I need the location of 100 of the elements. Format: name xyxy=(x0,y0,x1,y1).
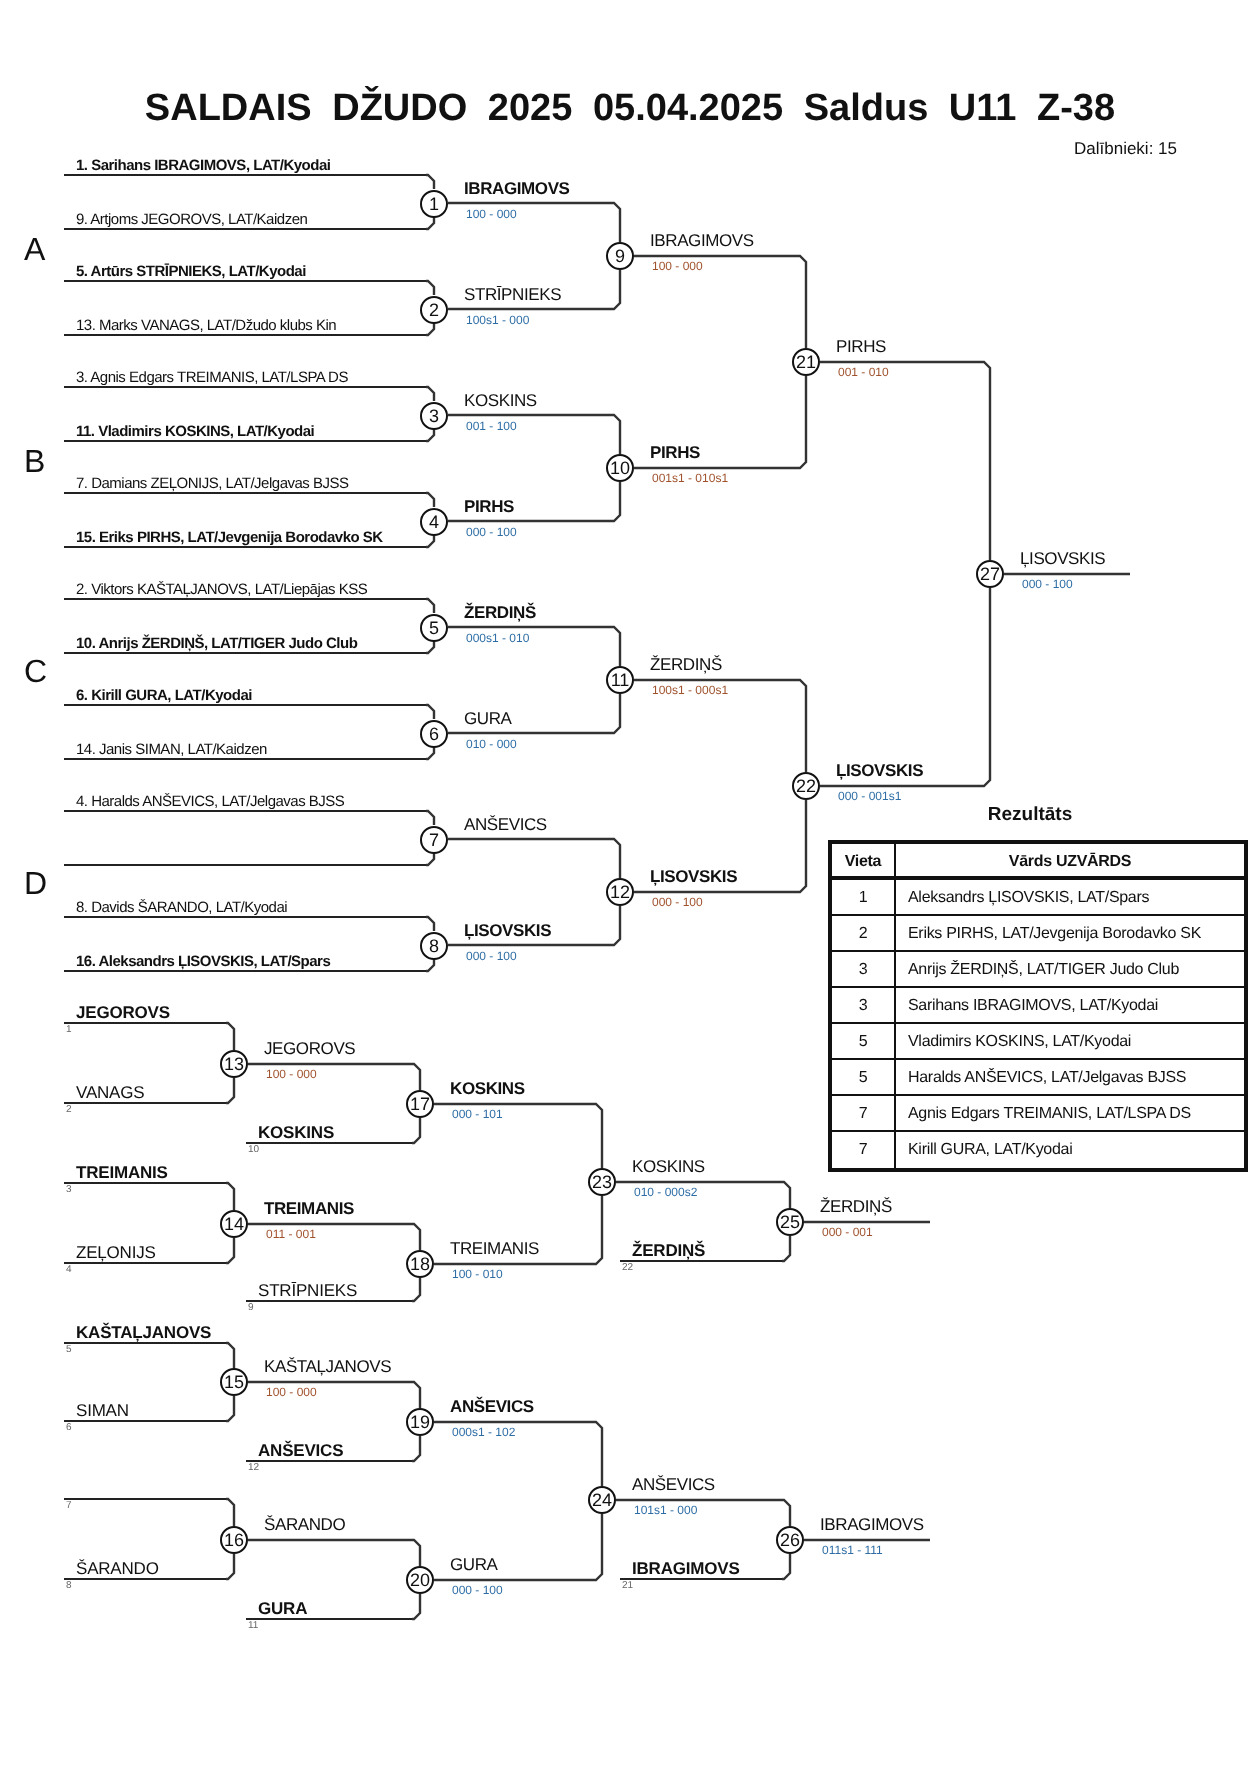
match-circle: 7 xyxy=(420,825,448,853)
match-circle: 24 xyxy=(588,1486,616,1514)
athlete-name: ZEĻONIJS xyxy=(76,1243,156,1260)
pool-letter: A xyxy=(24,236,46,268)
bracket-line xyxy=(64,1000,226,1024)
athlete-name: Kirill GURA, LAT/Kyodai xyxy=(906,1138,1075,1162)
winner-name: ANŠEVICS xyxy=(464,815,547,832)
winner-name: TREIMANIS xyxy=(450,1240,539,1257)
athlete-name: Vladimirs KOSKINS, LAT/Kyodai xyxy=(896,1024,1244,1060)
bracket-line xyxy=(448,201,622,242)
athlete-name: Aleksandrs ĻISOVSKIS, LAT/Spars xyxy=(896,880,1244,916)
bracket-line xyxy=(448,625,622,666)
bracket-line xyxy=(64,1080,226,1104)
bracket-line xyxy=(411,1436,422,1463)
bracket-line xyxy=(634,678,808,772)
bracket-line xyxy=(425,279,436,295)
bracket-line xyxy=(246,1596,412,1620)
athlete-name: STRĪPNIEKS xyxy=(258,1281,358,1298)
winner-name: TREIMANIS xyxy=(264,1200,354,1217)
pool-letter: D xyxy=(24,870,48,902)
table-title: Rezultāts xyxy=(985,806,1075,825)
bracket-line xyxy=(246,1120,412,1144)
winner-name: ŽERDIŅŠ xyxy=(650,656,722,673)
athlete-name: ŽERDIŅŠ xyxy=(632,1241,706,1258)
winner-name: ŽERDIŅŠ xyxy=(820,1198,892,1215)
match-circle: 20 xyxy=(406,1566,434,1594)
winner-name: ĻISOVSKIS xyxy=(836,762,924,779)
match-circle: 8 xyxy=(420,931,448,959)
winner-name: PIRHS xyxy=(650,444,700,461)
winner-name: GURA xyxy=(450,1556,498,1573)
match-circle: 3 xyxy=(420,401,448,429)
bracket-line xyxy=(634,376,808,470)
winner-name: PIRHS xyxy=(464,497,514,514)
match-circle: 9 xyxy=(606,242,634,270)
match-circle: 17 xyxy=(406,1090,434,1118)
bracket-line xyxy=(64,1398,226,1422)
athlete-name: Anrijs ŽERDIŅŠ, LAT/TIGER Judo Club xyxy=(896,952,1244,988)
bracket-line xyxy=(434,1514,604,1582)
bracket-line xyxy=(448,906,622,947)
bracket-line xyxy=(448,270,622,311)
athlete-name: KAŠTAĻJANOVS xyxy=(76,1323,212,1340)
bracket-line xyxy=(225,1238,236,1265)
bracket-line xyxy=(781,1236,792,1263)
match-circle: 27 xyxy=(976,560,1004,588)
bracket-line xyxy=(448,694,622,735)
bracket-line xyxy=(434,1102,604,1168)
winner-name: KOSKINS xyxy=(632,1158,705,1175)
match-circle: 6 xyxy=(420,719,448,747)
bracket-line xyxy=(425,597,436,613)
winner-name: ĻISOVSKIS xyxy=(650,868,738,885)
winner-name: IBRAGIMOVS xyxy=(650,232,754,249)
athlete-name: SIMAN xyxy=(76,1401,129,1418)
place-number: 3 xyxy=(832,952,896,988)
bracket-line xyxy=(64,1556,226,1580)
winner-name: STRĪPNIEKS xyxy=(464,285,562,302)
match-circle: 5 xyxy=(420,613,448,641)
bracket-line xyxy=(634,800,808,894)
pool-letter: B xyxy=(24,448,46,480)
athlete-name: JEGOROVS xyxy=(76,1003,170,1020)
athlete-name: Haralds ANŠEVICS, LAT/Jelgavas BJSS xyxy=(896,1060,1244,1096)
bracket-line xyxy=(434,1420,604,1486)
bracket-line xyxy=(411,1278,422,1303)
place-number: 7 xyxy=(832,1096,896,1132)
winner-name: ĻISOVSKIS xyxy=(464,921,552,938)
bracket-line xyxy=(411,1594,422,1621)
bracket-line xyxy=(248,1062,422,1090)
place-number: 5 xyxy=(832,1060,896,1096)
winner-name: KOSKINS xyxy=(464,391,537,408)
bracket-line xyxy=(616,1498,792,1526)
bracket-line xyxy=(1004,572,1130,576)
title: SALDAIS DŽUDO 2025 05.04.2025 Saldus U11 Z-38 xyxy=(142,90,1118,128)
athlete-name: Agnis Edgars TREIMANIS, LAT/LSPA DS xyxy=(896,1096,1244,1132)
bracket-line xyxy=(246,1438,412,1462)
athlete-name: KOSKINS xyxy=(258,1123,335,1140)
bracket-line xyxy=(225,1021,236,1050)
column-header: Vieta xyxy=(832,844,896,880)
column-header: Vārds UZVĀRDS xyxy=(896,844,1244,880)
bracket-line xyxy=(804,1220,930,1224)
bracket-line xyxy=(804,1538,930,1542)
athlete-name: GURA xyxy=(258,1599,308,1616)
match-circle: 14 xyxy=(220,1210,248,1238)
bracket-line xyxy=(620,1238,782,1262)
place-number: 1 xyxy=(832,880,896,916)
bracket-line xyxy=(64,894,426,918)
match-circle: 10 xyxy=(606,454,634,482)
bracket-line xyxy=(225,1341,236,1368)
athlete-name: ŠARANDO xyxy=(76,1559,159,1576)
bracket-line xyxy=(425,173,436,189)
place-number: 7 xyxy=(832,1132,896,1168)
bracket-line xyxy=(64,1160,226,1184)
winner-name: KOSKINS xyxy=(450,1080,525,1097)
athlete-name: TREIMANIS xyxy=(76,1163,168,1180)
match-circle: 26 xyxy=(776,1526,804,1554)
match-circle: 13 xyxy=(220,1050,248,1078)
bracket-line xyxy=(225,1497,236,1526)
bracket-line xyxy=(225,1078,236,1105)
athlete-name: VANAGS xyxy=(76,1083,145,1100)
bracket-line xyxy=(434,1196,604,1266)
bracket-line xyxy=(425,703,436,719)
bracket-line xyxy=(425,915,436,931)
